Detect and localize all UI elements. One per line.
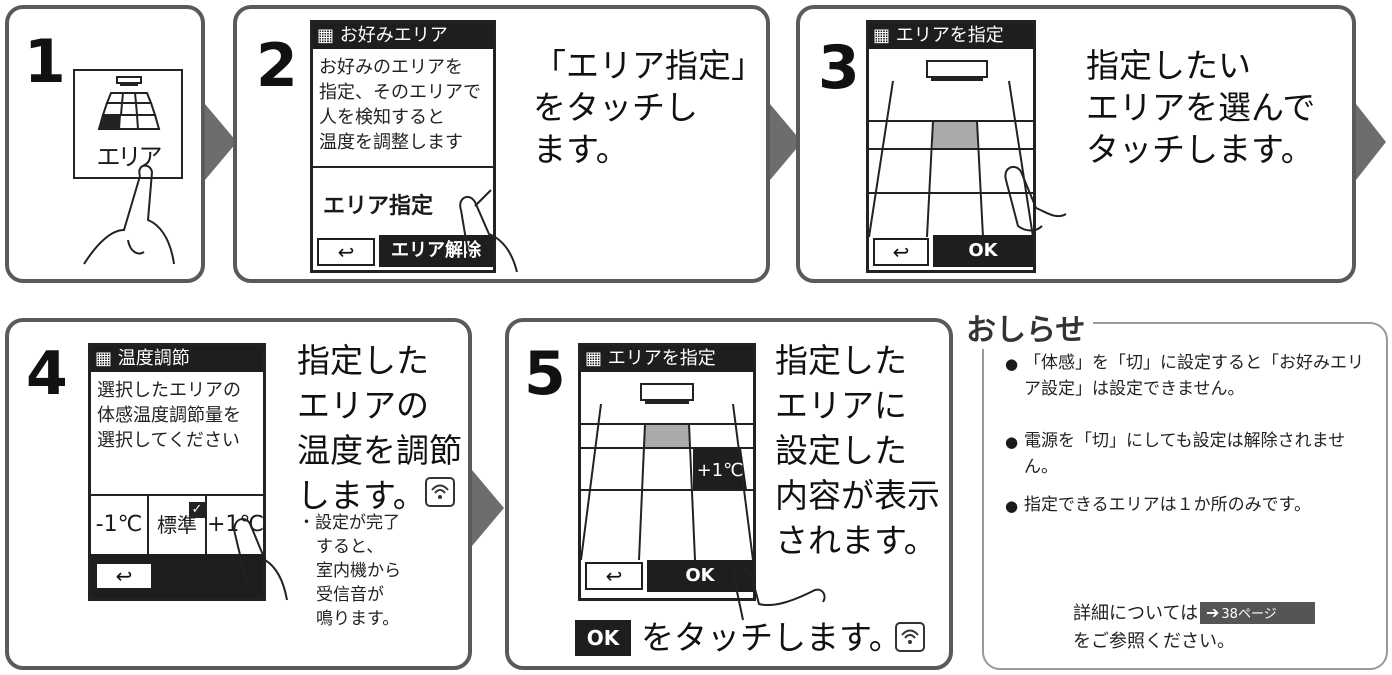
step5-number: 5 [524, 339, 566, 409]
back-button[interactable]: ↩ [585, 562, 643, 590]
ok-key-badge: OK [575, 620, 631, 656]
area-icon-tile: エリア [73, 69, 183, 179]
notice-ref-suffix: をご参照ください。 [1073, 631, 1235, 652]
notice-item: 「体感」を「切」に設定すると「お好みエリア設定」は設定できません。 [1024, 353, 1364, 399]
step3-screen-title: エリアを指定 [895, 25, 1004, 46]
area-icon-label: エリア [96, 143, 163, 171]
notice-bullet-icon: ● [1005, 355, 1019, 373]
notice-item: 指定できるエリアは１か所のみです。 [1024, 495, 1311, 515]
step5-instruction-line: されます。 [775, 521, 937, 560]
area-grid-map [581, 383, 753, 561]
area-select-option[interactable]: エリア指定 [323, 194, 434, 219]
step5-instruction-line: 指定した [775, 341, 907, 380]
step4-instruction-line: します。 [297, 476, 426, 515]
step4-note-line: ・設定が完了 [298, 513, 400, 533]
finger-icon [459, 189, 518, 273]
back-button[interactable]: ↩ [873, 238, 929, 266]
step4-note-line: 室内機から [316, 561, 401, 581]
back-button[interactable]: ↩ [317, 238, 375, 266]
step2-instruction-line: ます。 [533, 130, 629, 169]
step4-screen-title: 温度調節 [117, 348, 190, 369]
area-grid-icon [97, 76, 161, 130]
step2-screen-line: 温度を調整します [319, 132, 463, 153]
ok-softkey[interactable]: OK [933, 235, 1033, 267]
step4-note-line: 受信音が [316, 585, 384, 605]
finger-icon [1004, 165, 1067, 232]
step4-number: 4 [26, 339, 68, 409]
notice-bullet-icon: ● [1005, 497, 1019, 515]
step4-instruction-line: 温度を調節 [297, 431, 462, 470]
step2-screen-title: お好みエリア [339, 25, 448, 46]
area-cancel-softkey[interactable]: エリア解除 [379, 235, 493, 267]
step5-instruction-line: 内容が表示 [775, 476, 940, 515]
step4-screen-line: 体感温度調節量を [97, 405, 241, 426]
page-ref-link[interactable]: ➔38ページ [1200, 602, 1315, 624]
area-grid-map [869, 60, 1033, 238]
step3-screen-title-bar: ▦ エリアを指定 [869, 23, 1033, 49]
step2-screen-line: お好みのエリアを [319, 57, 463, 78]
step4-divider [91, 494, 263, 496]
step3-instruction-line: 指定したい [1086, 46, 1251, 85]
step2-number: 2 [256, 31, 298, 101]
step4-instruction-line: 指定した [297, 341, 429, 380]
step5-bottom-instruction: をタッチします。 [641, 618, 902, 657]
step3-instruction-line: タッチします。 [1086, 130, 1314, 169]
step4-note-line: すると、 [316, 537, 384, 557]
step4-screen-line: 選択したエリアの [97, 380, 241, 401]
finger-icon [83, 164, 175, 265]
signal-icon [895, 622, 925, 652]
step3-number: 3 [818, 33, 860, 103]
arrow-1-2 [205, 104, 237, 180]
signal-icon [425, 477, 455, 507]
arrow-right-icon: ➔ [1206, 603, 1220, 622]
step4-screen-line: 選択してください [97, 430, 240, 451]
back-button[interactable]: ↩ [95, 562, 153, 590]
step4-screen-title-bar: ▦ 温度調節 [91, 346, 263, 372]
step5-instruction-line: エリアに [775, 386, 907, 425]
step2-divider [313, 166, 493, 168]
step5-screen-title: エリアを指定 [607, 348, 716, 369]
step5-instruction-line: 設定した [775, 431, 907, 470]
step5-screen-title-bar: ▦ エリアを指定 [581, 346, 753, 372]
page-ref-label: 38ページ [1221, 607, 1277, 622]
step2-screen-title-bar: ▦ お好みエリア [313, 23, 493, 49]
step2-instruction-line: をタッチし [533, 88, 698, 127]
finger-icon [732, 566, 826, 621]
notice-item: 電源を「切」にしても設定は解除されません。 [1024, 431, 1346, 477]
step3-instruction-line: エリアを選んで [1086, 88, 1316, 127]
step2-screen-line: 指定、そのエリアで [319, 82, 481, 103]
check-icon: ✓ [189, 502, 205, 518]
arrow-3-next [1356, 104, 1386, 180]
temp-setting-label: +1℃ [696, 460, 744, 481]
notice-title: おしらせ [958, 305, 1094, 349]
notice-box [982, 322, 1388, 670]
step1-number: 1 [24, 27, 66, 97]
step5-screen: ▦ エリアを指定 +1℃ ↩ OK [578, 343, 756, 601]
notice-ref-prefix: 詳細については [1073, 603, 1199, 624]
step3-screen: ▦ エリアを指定 ↩ OK [866, 20, 1036, 273]
step2-screen-line: 人を検知すると [319, 107, 445, 128]
notice-bullet-icon: ● [1005, 433, 1019, 451]
step4-note-line: 鳴ります。 [316, 609, 400, 629]
step4-screen: ▦ 温度調節 選択したエリアの 体感温度調節量を 選択してください -1℃ 標準… [88, 343, 266, 601]
temp-minus-option[interactable]: -1℃ [91, 496, 149, 554]
step4-instruction-line: エリアの [297, 386, 429, 425]
arrow-4-5 [472, 470, 504, 546]
finger-icon [233, 518, 288, 601]
step2-instruction-line: 「エリア指定」 [533, 46, 764, 85]
